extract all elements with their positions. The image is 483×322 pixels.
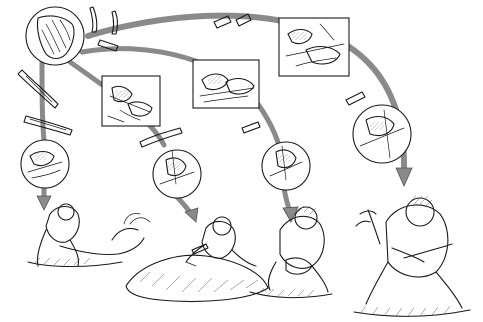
process-arrows [36, 12, 413, 223]
arrow-head-left-vertical [36, 195, 52, 211]
antler-source-icon [25, 6, 85, 66]
bone-blank-icon [17, 69, 59, 109]
knife-blade-icon [23, 115, 73, 136]
scene-scraping-hide [125, 216, 269, 303]
scene-carving-antler [353, 195, 471, 317]
detail-circle-right [352, 104, 412, 164]
detail-circle-third [261, 141, 311, 191]
panel-cutting-blank [101, 75, 161, 127]
arrow-head-third-arc [184, 207, 199, 223]
detail-circle-second [152, 149, 202, 199]
antler-tine-icon [355, 209, 381, 245]
scene-butchering-carcass [27, 203, 151, 268]
scraper-icon [191, 243, 209, 255]
scene-kneeling-with-bundle [249, 205, 333, 299]
arrow-head-top-arc [395, 167, 413, 187]
arrow-head-second-arc [282, 206, 299, 223]
tool-blank-icon [139, 91, 366, 148]
arrow-path-left-vertical [39, 57, 47, 143]
panel-grinding-blank [192, 59, 260, 109]
awl-icon [403, 243, 453, 259]
antler-tine-icon [89, 6, 252, 52]
detail-circle-left [20, 139, 70, 189]
panel-shaping-blank [278, 17, 350, 77]
